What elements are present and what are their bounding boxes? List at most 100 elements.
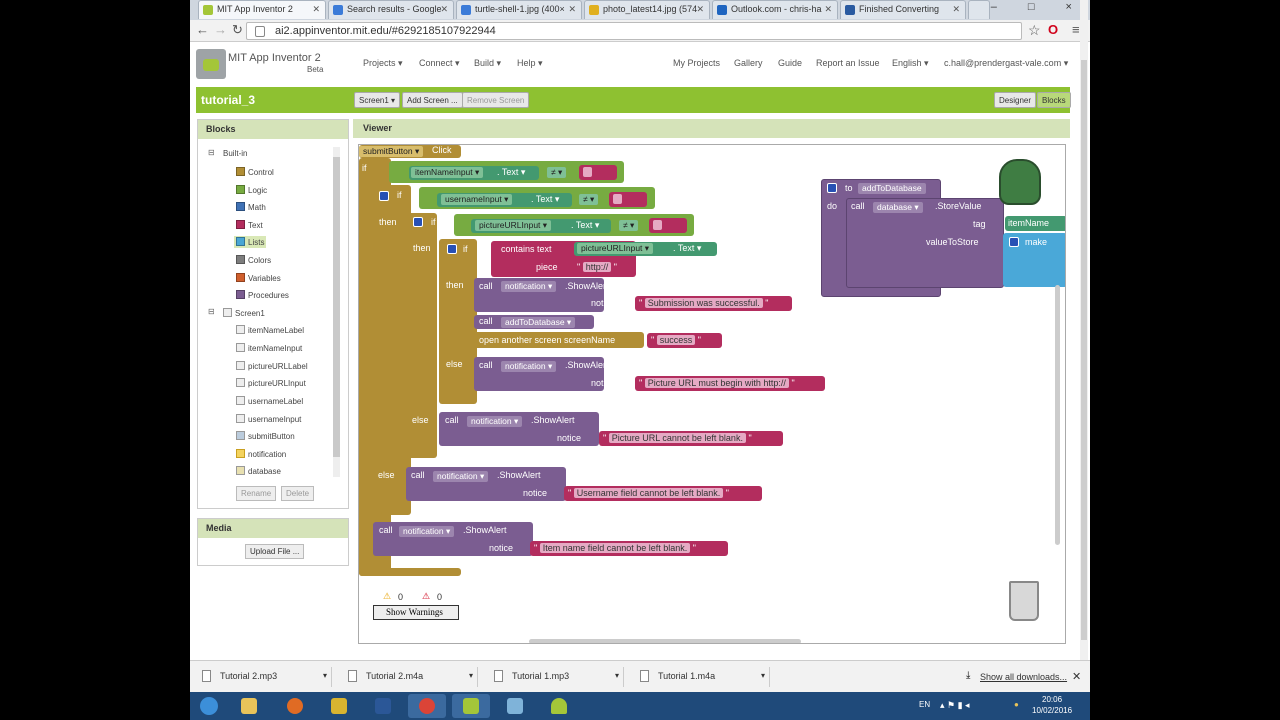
tab-outlook[interactable]: Outlook.com - chris-ha ✕ xyxy=(712,0,838,19)
category-lists[interactable]: Lists xyxy=(234,236,267,248)
tray-icons[interactable]: ▴ ⚑ ▮ ◂ xyxy=(940,700,970,710)
taskbar-app[interactable] xyxy=(320,694,358,718)
clock-time[interactable]: 20:06 xyxy=(1042,695,1063,704)
taskbar-word[interactable] xyxy=(364,694,402,718)
component-dropdown[interactable]: usernameInput ▾ xyxy=(441,194,513,205)
forward-icon[interactable]: → xyxy=(214,22,227,37)
close-icon[interactable]: ✕ xyxy=(1072,671,1082,683)
string-success[interactable]: " success " xyxy=(647,333,722,348)
property-text-dropdown[interactable]: . Text ▾ xyxy=(497,167,526,177)
tab-finished-converting[interactable]: Finished Converting ✕ xyxy=(840,0,966,19)
taskbar-chrome[interactable] xyxy=(408,694,446,718)
string-http[interactable]: " http:// " xyxy=(573,260,635,275)
menu-language[interactable]: English ▾ xyxy=(892,58,929,68)
tree-builtin[interactable]: Built-in xyxy=(223,149,248,158)
tab-photo-latest[interactable]: photo_latest14.jpg (574 ✕ xyxy=(584,0,710,19)
tree-screen1[interactable]: Screen1 xyxy=(223,308,265,318)
property-text-dropdown[interactable]: . Text ▾ xyxy=(673,243,702,253)
component-dropdown[interactable]: notification ▾ xyxy=(501,281,557,292)
mutator-gear-icon[interactable] xyxy=(413,217,423,227)
workspace-vertical-scrollbar[interactable] xyxy=(1055,285,1060,545)
if-block-contains[interactable] xyxy=(439,239,477,404)
link-gallery[interactable]: Gallery xyxy=(734,58,763,68)
mutator-gear-icon[interactable] xyxy=(827,183,837,193)
component-database[interactable]: database xyxy=(236,466,281,476)
if-block-username[interactable] xyxy=(381,185,411,515)
opera-icon[interactable]: O xyxy=(1048,22,1059,37)
taskbar-android[interactable] xyxy=(540,694,578,718)
component-usernameLabel[interactable]: usernameLabel xyxy=(236,396,303,406)
workspace-horizontal-scrollbar[interactable] xyxy=(529,639,801,643)
chevron-down-icon[interactable]: ▾ xyxy=(322,671,327,680)
blocks-workspace[interactable]: submitButton ▾ Click if itemNameInput ▾ … xyxy=(358,144,1066,644)
window-controls[interactable]: – □ × xyxy=(990,1,1086,13)
category-colors[interactable]: Colors xyxy=(236,255,271,265)
rename-button[interactable]: Rename xyxy=(236,486,277,501)
component-dropdown[interactable]: notification ▾ xyxy=(399,526,455,537)
category-logic[interactable]: Logic xyxy=(236,185,267,195)
screen-select-button[interactable]: Screen1 ▾ xyxy=(354,92,401,108)
remove-screen-button[interactable]: Remove Screen xyxy=(462,92,530,108)
string-item-blank[interactable]: " Item name field cannot be left blank. … xyxy=(530,541,728,556)
close-tab-icon[interactable]: ✕ xyxy=(568,4,576,14)
if-block-pictureurl[interactable] xyxy=(407,213,437,458)
chevron-down-icon[interactable]: ▾ xyxy=(468,671,473,680)
taskbar-explorer[interactable] xyxy=(230,694,268,718)
component-notification[interactable]: notification xyxy=(236,449,286,459)
page-scrollbar[interactable] xyxy=(1080,0,1088,660)
procedure-dropdown[interactable]: addToDatabase ▾ xyxy=(501,317,576,328)
link-guide[interactable]: Guide xyxy=(778,58,803,68)
bookmark-star-icon[interactable]: ☆ xyxy=(1028,22,1041,38)
reload-icon[interactable]: ↻ xyxy=(232,22,243,37)
getter-itemname[interactable] xyxy=(1005,216,1065,231)
empty-string-block[interactable] xyxy=(579,165,617,180)
component-dropdown[interactable]: notification ▾ xyxy=(467,416,523,427)
procedure-name-field[interactable]: addToDatabase xyxy=(858,183,926,194)
operator-dropdown[interactable]: ≠ ▾ xyxy=(619,220,639,231)
operator-dropdown[interactable]: ≠ ▾ xyxy=(579,194,599,205)
mutator-gear-icon[interactable] xyxy=(1009,237,1019,247)
component-submitButton[interactable]: submitButton xyxy=(236,431,295,441)
tab-app-inventor[interactable]: MIT App Inventor 2 ✕ xyxy=(198,0,326,19)
scrollbar-thumb[interactable] xyxy=(333,157,340,457)
address-bar[interactable]: ai2.appinventor.mit.edu/#629218510792294… xyxy=(246,22,1022,40)
component-pictureURLInput[interactable]: pictureURLInput xyxy=(236,378,306,388)
trash-icon[interactable] xyxy=(1009,581,1039,621)
download-item[interactable]: Tutorial 2.mp3▾ xyxy=(192,667,332,687)
component-dropdown[interactable]: pictureURLInput ▾ xyxy=(475,220,552,231)
menu-build[interactable]: Build ▾ xyxy=(474,58,502,68)
component-dropdown[interactable]: notification ▾ xyxy=(433,471,489,482)
event-component-dropdown[interactable]: submitButton ▾ xyxy=(359,146,424,157)
link-my-projects[interactable]: My Projects xyxy=(673,58,721,68)
component-usernameInput[interactable]: usernameInput xyxy=(236,414,301,424)
new-tab-button[interactable] xyxy=(968,0,990,19)
chevron-down-icon[interactable]: ▾ xyxy=(614,671,619,680)
property-text-dropdown[interactable]: . Text ▾ xyxy=(531,194,560,204)
property-text-dropdown[interactable]: . Text ▾ xyxy=(571,220,600,230)
upload-file-button[interactable]: Upload File ... xyxy=(245,544,305,559)
close-tab-icon[interactable]: ✕ xyxy=(952,4,960,14)
component-dropdown[interactable]: itemNameInput ▾ xyxy=(411,167,484,178)
taskbar-app-inventor[interactable] xyxy=(452,694,490,718)
close-tab-icon[interactable]: ✕ xyxy=(824,4,832,14)
call-storevalue[interactable] xyxy=(846,198,1004,288)
scrollbar-thumb[interactable] xyxy=(1081,60,1087,640)
tab-google-search[interactable]: Search results - Google ✕ xyxy=(328,0,454,19)
link-report-issue[interactable]: Report an Issue xyxy=(816,58,880,68)
string-success-msg[interactable]: " Submission was successful. " xyxy=(635,296,792,311)
empty-string-block[interactable] xyxy=(609,192,647,207)
menu-help[interactable]: Help ▾ xyxy=(517,58,543,68)
string-url-begin[interactable]: " Picture URL must begin with http:// " xyxy=(635,376,825,391)
taskbar-firefox[interactable] xyxy=(276,694,314,718)
designer-button[interactable]: Designer xyxy=(994,92,1037,108)
blocks-button[interactable]: Blocks xyxy=(1037,92,1071,108)
language-indicator[interactable]: EN xyxy=(919,700,931,709)
show-warnings-button[interactable]: Show Warnings xyxy=(373,605,459,620)
string-user-blank[interactable]: " Username field cannot be left blank. " xyxy=(564,486,762,501)
category-procedures[interactable]: Procedures xyxy=(236,290,289,300)
collapse-icon[interactable]: ⊟ xyxy=(208,148,215,157)
category-math[interactable]: Math xyxy=(236,202,266,212)
menu-account[interactable]: c.hall@prendergast-vale.com ▾ xyxy=(944,58,1069,68)
chevron-down-icon[interactable]: ▾ xyxy=(760,671,765,680)
operator-dropdown[interactable]: ≠ ▾ xyxy=(547,167,567,178)
